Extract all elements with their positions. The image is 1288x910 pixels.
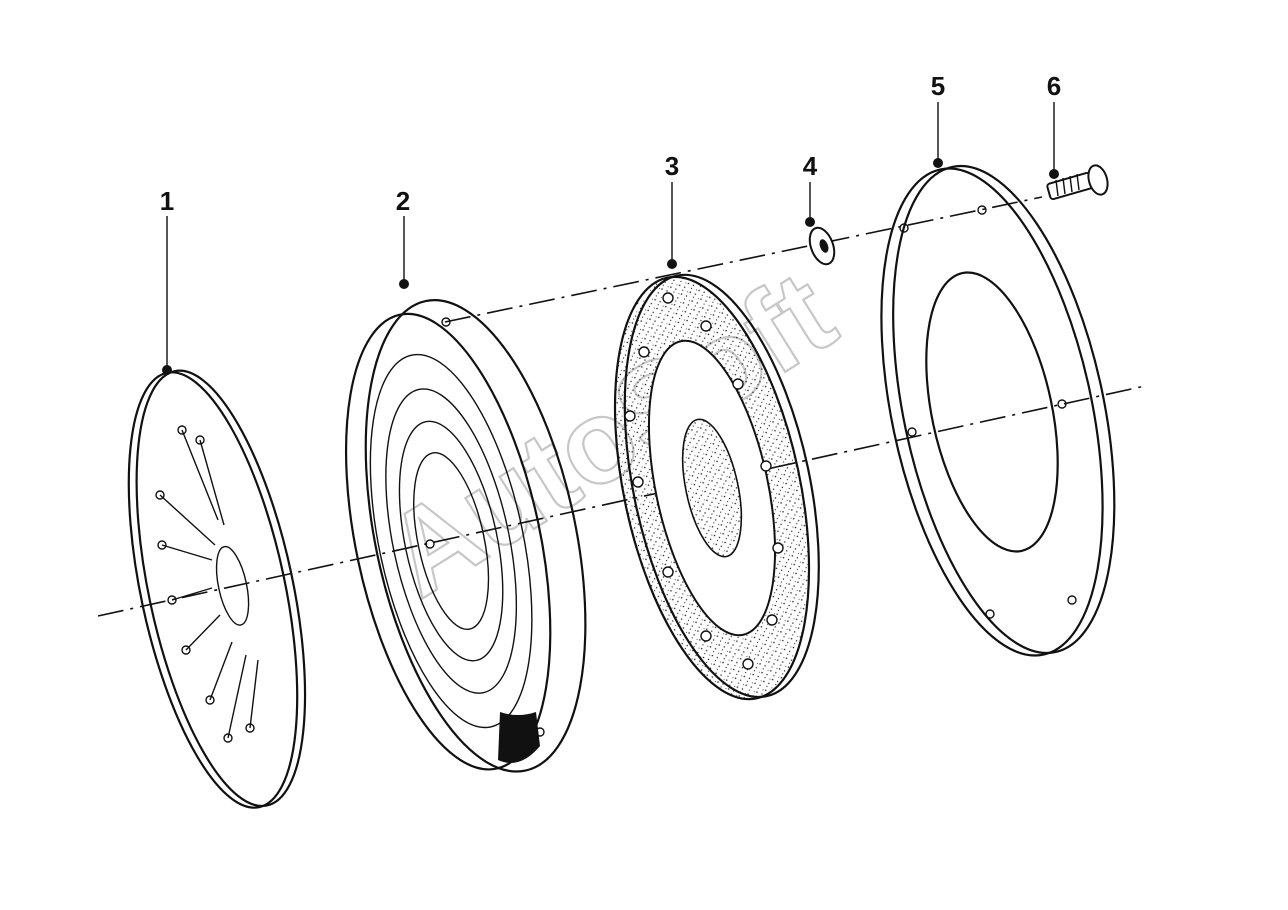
callout-1-label: 1 [160,186,174,216]
part-4-washer [808,226,836,266]
part-1-pressure-plate [127,369,307,809]
leader-lines [166,102,1055,370]
callout-3-label: 3 [665,151,679,181]
part-2-clutch-cover [344,299,587,773]
callout-2-label: 2 [396,186,410,216]
part-3-clutch-disc [613,273,820,701]
part-6-screw [1046,164,1109,201]
center-axis [97,196,1146,617]
part-5-ring-plate [880,164,1116,657]
callout-6-label: 6 [1047,71,1061,101]
callout-5-label: 5 [931,71,945,101]
callout-4-label: 4 [803,151,818,181]
leader-dots [162,158,1059,375]
